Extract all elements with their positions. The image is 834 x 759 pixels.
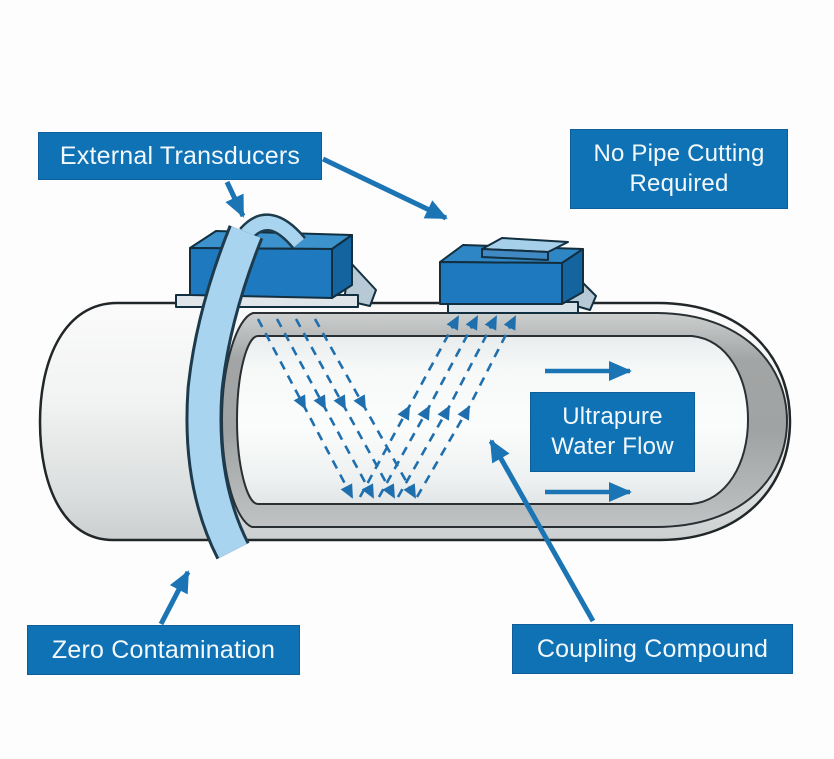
callout-ultrapure-water-flow: Ultrapure Water Flow <box>530 392 695 472</box>
signal-line <box>377 315 479 498</box>
signal-line <box>396 315 498 498</box>
callout-leader-arrows <box>158 156 596 626</box>
leader-external-to-left-transducer <box>224 180 246 218</box>
transducer-front-face <box>439 261 563 305</box>
transducer-top-face <box>189 230 353 250</box>
signal-line <box>294 318 396 499</box>
mounting-strap <box>185 213 306 560</box>
ultrasonic-signal-path-down <box>256 318 417 499</box>
transducer-right <box>439 237 597 314</box>
callout-no-pipe-cutting: No Pipe Cutting Required <box>570 129 788 209</box>
signal-line <box>415 315 517 498</box>
callout-coupling-compound: Coupling Compound <box>512 624 793 674</box>
leader-external-to-right-transducer <box>321 156 448 221</box>
transducer-tab-front <box>481 248 549 261</box>
callout-zero-contamination: Zero Contamination <box>27 625 300 675</box>
leader-zero-contamination <box>158 570 191 626</box>
leader-coupling-compound <box>488 439 596 623</box>
strap-band <box>188 226 261 559</box>
signal-line <box>358 315 460 498</box>
ultrasonic-signal-path-up <box>358 315 517 498</box>
pipe-cutaway-wall <box>222 313 787 527</box>
callout-external-transducers: External Transducers <box>38 132 322 180</box>
signal-line <box>313 318 417 499</box>
strap-arc <box>241 215 304 248</box>
